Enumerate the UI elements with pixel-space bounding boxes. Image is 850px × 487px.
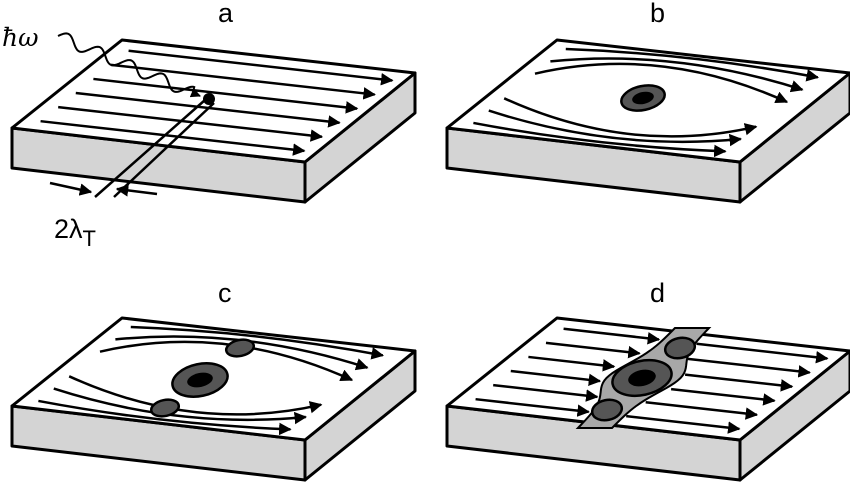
field-line-curved: [550, 57, 804, 93]
panel-b-label: b: [650, 0, 665, 28]
field-line-right: [645, 401, 759, 420]
field-line-curved: [99, 340, 354, 382]
field-line: [40, 119, 306, 156]
field-line-right: [626, 414, 741, 434]
field-line-left: [475, 397, 590, 417]
hotspot-core: [632, 91, 654, 105]
side-lobe-upper-outer: [224, 338, 256, 358]
width-arrow-left: [49, 181, 93, 196]
field-line-curved: [53, 387, 308, 425]
panel-c: [10, 316, 417, 482]
panel-a-label: a: [218, 0, 234, 28]
side-lobe-lower-outer: [149, 398, 181, 418]
field-line-left: [563, 327, 661, 345]
field-line: [110, 63, 376, 100]
hotspot-core: [187, 372, 213, 388]
field-line-left: [510, 369, 602, 387]
beam-edge-right: [113, 102, 215, 198]
field-line-curved: [38, 399, 292, 436]
side-lobe-lower-outer: [590, 398, 624, 422]
panel-c-label: c: [218, 278, 232, 308]
field-line-left: [545, 341, 641, 359]
field-line: [58, 105, 324, 142]
width-label: 2λT: [54, 214, 96, 251]
field-line: [128, 49, 394, 86]
photon-wave-icon: [57, 32, 201, 98]
field-line-left: [528, 355, 616, 372]
photon-label: ħω: [2, 23, 39, 52]
field-line-right: [696, 342, 829, 364]
panel-d-label: d: [650, 278, 665, 308]
field-line-curved: [488, 109, 743, 147]
panel-d: [445, 316, 850, 482]
field-line-right: [684, 373, 794, 392]
field-line-curved: [68, 375, 323, 416]
panel-b: [445, 38, 850, 204]
field-line-curved: [565, 47, 819, 82]
width-arrow-right: [115, 184, 158, 197]
field-line: [93, 77, 359, 114]
side-lobe-upper-outer: [663, 336, 697, 360]
hotspot-dot: [203, 93, 215, 105]
field-line-curved: [534, 62, 789, 104]
field-line-curved: [130, 325, 384, 360]
panel-a: [10, 32, 417, 204]
field-line-right: [687, 357, 811, 378]
hotspot-core: [628, 369, 656, 387]
field-line-right: [670, 387, 776, 406]
beam-edge-left: [94, 99, 206, 198]
field-line-curved: [503, 97, 758, 138]
field-line-curved: [473, 121, 727, 158]
field-line-left: [493, 383, 599, 402]
